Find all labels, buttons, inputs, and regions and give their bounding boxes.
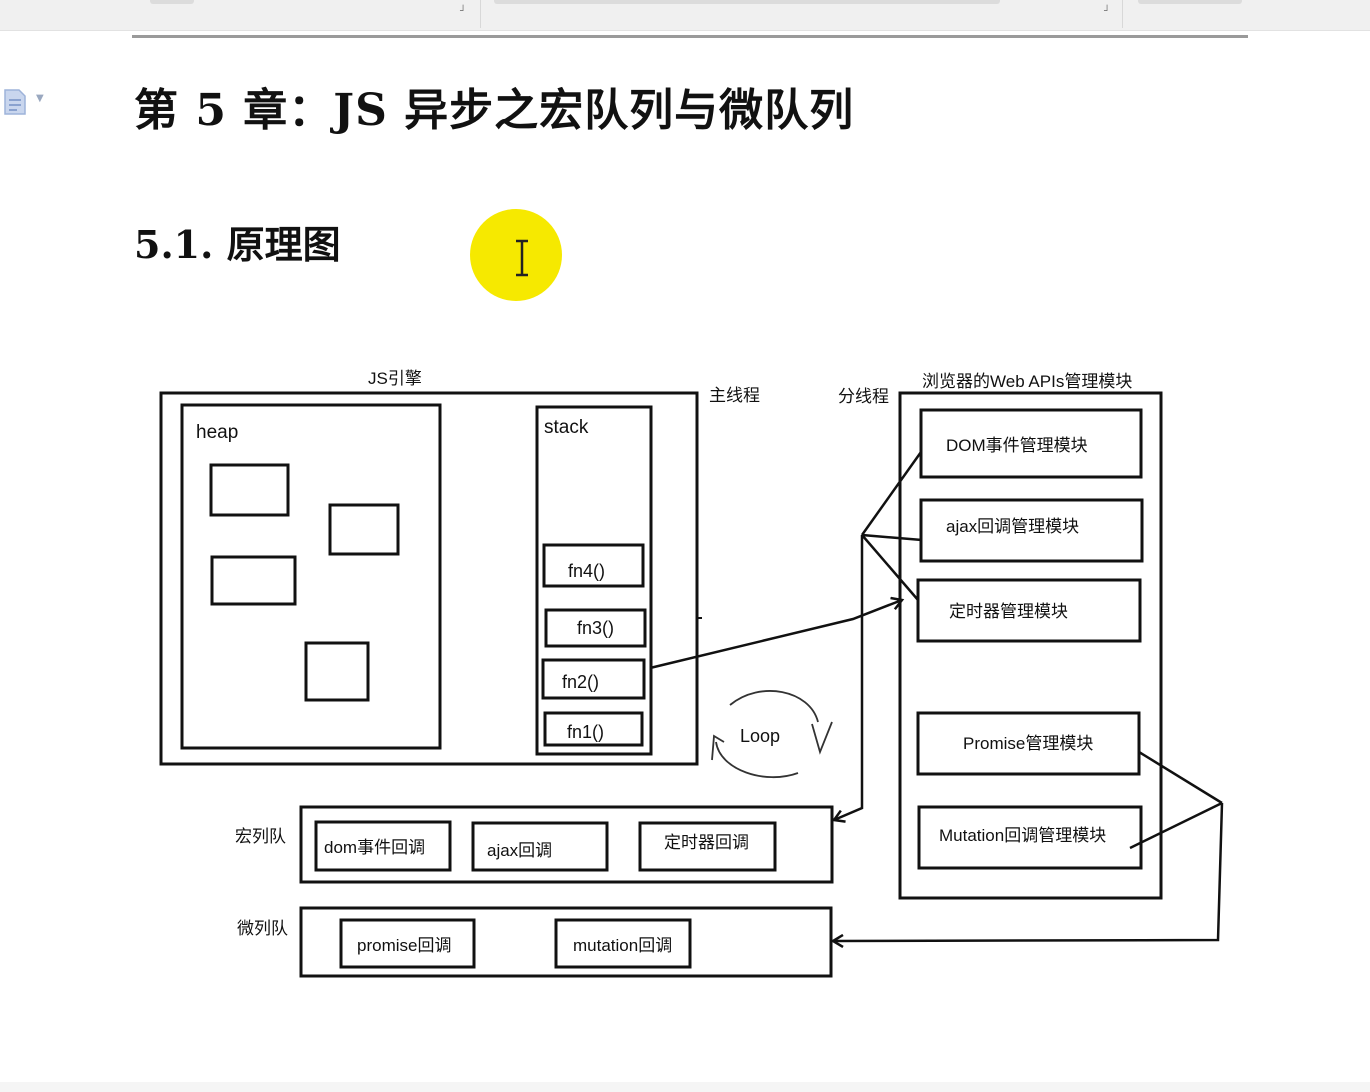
macro-queue-item (471, 821, 609, 872)
app-toolbar: ┘ ┘ (0, 0, 1370, 31)
micro-queue-item (554, 918, 692, 969)
web-api-module-label: DOM事件管理模块 (946, 436, 1088, 455)
stack-frame (542, 543, 645, 588)
web-api-module (919, 408, 1143, 479)
web-api-module-label: 定时器管理模块 (949, 602, 1068, 621)
document-icon[interactable] (2, 88, 30, 116)
web-apis-label: 浏览器的Web APIs管理模块 (922, 372, 1132, 391)
loop-arrowhead (711, 734, 725, 761)
stack-to-webapi-arrow (649, 600, 902, 670)
stack-frame (541, 658, 646, 700)
heap-object (328, 503, 400, 556)
section-corner-icon: ┘ (460, 6, 467, 17)
js-engine-label: JS引擎 (368, 369, 422, 388)
heap-box (180, 403, 442, 750)
micro-queue-item-label: promise回调 (357, 936, 451, 955)
micro-queue-label: 微列队 (237, 919, 288, 938)
connector-line (1138, 750, 1223, 805)
web-api-module (917, 805, 1143, 870)
dropdown-caret-icon[interactable]: ▼ (36, 93, 44, 104)
web-api-module-label: Promise管理模块 (963, 734, 1093, 753)
toolbar-section (0, 0, 481, 28)
stack-frame-label: fn2() (562, 672, 599, 692)
web-api-module (916, 578, 1142, 643)
macro-queue-item-label: 定时器回调 (664, 833, 749, 852)
stack-box (535, 405, 653, 756)
connector-line (860, 451, 923, 536)
heap-object (210, 555, 297, 606)
micro-queue-item-label: mutation回调 (573, 936, 672, 955)
macro-queue-label: 宏列队 (235, 827, 286, 846)
heap-object (304, 641, 370, 702)
loop-arc-bottom (715, 741, 799, 778)
macro-queue-item-label: dom事件回调 (324, 838, 425, 857)
toolbar-button[interactable] (1138, 0, 1242, 4)
section-corner-icon: ┘ (1104, 6, 1111, 17)
heap-label: heap (196, 422, 238, 443)
macro-queue-item (638, 821, 777, 872)
connector-line (861, 533, 923, 542)
stack-frame (544, 608, 647, 648)
chapter-title: 第 5 章：JS 异步之宏队列与微队列 (134, 85, 855, 136)
sub-thread-label: 分线程 (838, 387, 889, 406)
webapi-to-micro-queue-arrow (833, 802, 1224, 941)
web-api-module-label: ajax回调管理模块 (946, 517, 1079, 536)
stack-label: stack (544, 417, 589, 438)
stack-frame-label: fn4() (568, 561, 605, 581)
web-apis-box (898, 391, 1163, 900)
macro-queue-item-label: ajax回调 (487, 841, 552, 860)
main-thread-label: 主线程 (709, 386, 760, 405)
connector-line (861, 534, 919, 601)
toolbar-button[interactable] (150, 0, 194, 4)
web-api-module (916, 711, 1141, 776)
cursor-highlight (470, 209, 562, 301)
macro-queue-item (314, 820, 452, 872)
toolbar-dropdown[interactable] (494, 0, 1000, 4)
micro-queue-item (339, 918, 476, 969)
connector-line (1129, 801, 1223, 850)
webapi-to-macro-queue-arrow (834, 535, 864, 820)
loop-arc-top (729, 690, 819, 723)
section-title: 5.1. 原理图 (134, 222, 341, 267)
heap-object (209, 463, 290, 517)
loop-label: Loop (740, 726, 780, 746)
stack-frame-label: fn1() (567, 722, 604, 742)
stack-frame-label: fn3() (577, 618, 614, 638)
toolbar-section (482, 0, 1123, 28)
js-engine-box (159, 391, 699, 766)
web-api-module-label: Mutation回调管理模块 (939, 826, 1106, 845)
page-bottom-edge (0, 1082, 1370, 1092)
loop-arrowhead (811, 721, 833, 755)
web-api-module (919, 498, 1144, 563)
header-rule (132, 35, 1248, 38)
macro-queue-box (299, 805, 834, 884)
text-cursor-icon (516, 239, 528, 277)
stack-frame (543, 711, 644, 747)
